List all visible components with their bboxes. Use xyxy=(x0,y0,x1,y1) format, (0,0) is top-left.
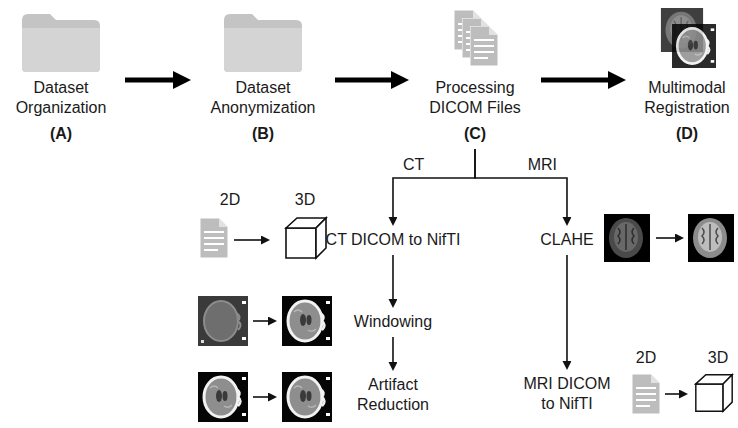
document-icon xyxy=(632,374,660,414)
step-label: Processing DICOM Files xyxy=(421,78,529,118)
flow-arrow xyxy=(125,78,173,83)
process-step: Artifact Reduction xyxy=(347,375,439,415)
dimension-label: 3D xyxy=(293,191,317,209)
ct-image xyxy=(198,372,248,422)
mri-image xyxy=(688,214,734,262)
ct-image xyxy=(282,372,332,422)
step-label: Dataset Anonymization xyxy=(203,78,323,118)
branch-arrow xyxy=(392,255,394,299)
registration-image xyxy=(672,24,716,68)
branch-label: CT xyxy=(401,156,426,174)
flow-arrow xyxy=(335,78,391,83)
process-step: Windowing xyxy=(354,312,432,332)
dimension-label: 3D xyxy=(706,349,730,367)
conversion-arrow xyxy=(253,396,268,398)
stage-node: Processing DICOM Files (C) xyxy=(421,78,529,144)
ct-image xyxy=(198,296,248,346)
stage-node: Multimodal Registration (D) xyxy=(638,78,736,144)
step-label: MRI DICOM to NifTI xyxy=(517,374,617,414)
step-label: CT DICOM to NifTI xyxy=(326,230,461,250)
branch-label: MRI xyxy=(526,156,559,174)
step-letter: (A) xyxy=(9,124,113,144)
step-letter: (C) xyxy=(421,124,529,144)
step-letter: (B) xyxy=(203,124,323,144)
process-step: CLAHE xyxy=(540,230,593,250)
conversion-arrow xyxy=(665,393,679,395)
cube-icon xyxy=(286,218,326,258)
folder-icon xyxy=(224,14,302,72)
document-icon xyxy=(200,218,228,258)
stage-node: Dataset Anonymization (B) xyxy=(203,78,323,144)
folder-icon xyxy=(22,14,100,72)
step-letter: (D) xyxy=(638,124,736,144)
process-step: MRI DICOM to NifTI xyxy=(517,374,617,414)
ct-image xyxy=(282,296,332,346)
conversion-arrow xyxy=(253,320,268,322)
process-step: CT DICOM to NifTI xyxy=(326,230,461,250)
step-label: Multimodal Registration xyxy=(638,78,736,118)
document-icon xyxy=(470,26,498,66)
conversion-arrow xyxy=(656,237,675,239)
branch-arrow xyxy=(475,149,567,217)
step-label: Dataset Organization xyxy=(9,78,113,118)
step-label: CLAHE xyxy=(540,230,593,250)
dimension-label: 2D xyxy=(218,191,242,209)
conversion-arrow xyxy=(234,239,261,241)
branch-arrow xyxy=(392,337,394,362)
dimension-label: 2D xyxy=(634,349,658,367)
branch-arrow xyxy=(393,149,475,217)
branch-arrow xyxy=(566,255,568,361)
stage-node: Dataset Organization (A) xyxy=(9,78,113,144)
flow-arrow xyxy=(541,78,608,83)
step-label: Windowing xyxy=(354,312,432,332)
step-label: Artifact Reduction xyxy=(347,375,439,415)
mri-image xyxy=(604,214,650,262)
cube-icon xyxy=(696,375,732,411)
